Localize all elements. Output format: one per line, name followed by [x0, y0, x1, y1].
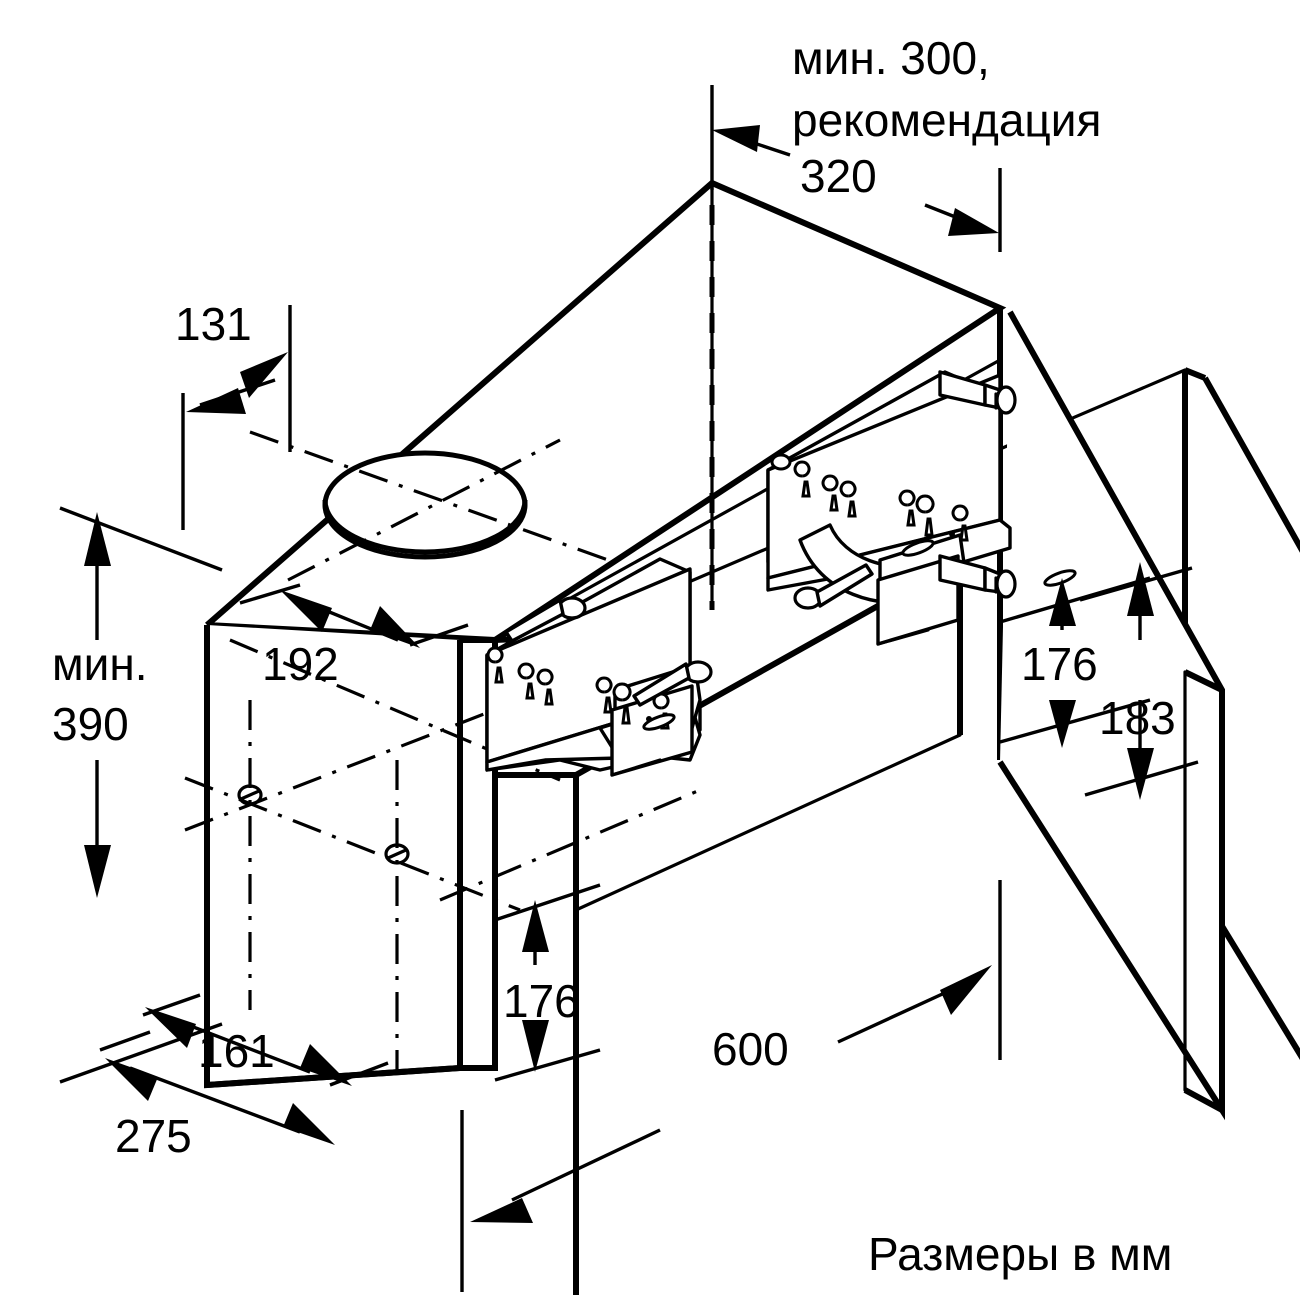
dim-275-label: 275 [115, 1110, 192, 1162]
keyhole-slot-group-upper [770, 453, 1077, 587]
dim-min-390: мин. 390 [52, 506, 223, 1084]
dim-300-320: мин. 300, рекомендация 320 [710, 32, 1101, 252]
dim-161-label: 161 [198, 1025, 275, 1077]
note-recommendation: рекомендация [792, 94, 1101, 146]
screw-lower-left [504, 596, 587, 643]
dim-161: 161 [142, 993, 389, 1087]
dim-176-bottom-label: 176 [503, 975, 580, 1027]
hood-mounting-rail-lower [485, 557, 713, 777]
drill-hole-marks [184, 638, 701, 1075]
screw-upper [793, 563, 874, 610]
dim-131: 131 [175, 298, 292, 530]
circular-duct-cutout [249, 430, 609, 582]
note-320: 320 [800, 150, 877, 202]
dim-192-label: 192 [262, 638, 339, 690]
hood-mounting-rail-upper [766, 370, 1077, 646]
screw-lower-right [632, 660, 713, 707]
dim-275: 275 [99, 1030, 335, 1162]
dim-131-label: 131 [175, 298, 252, 350]
dim-min390-label-2: 390 [52, 698, 129, 750]
wall-anchor-upper [938, 370, 1017, 415]
dim-183: 183 [1079, 562, 1199, 800]
dim-192: 192 [239, 583, 469, 690]
dim-600: 600 [460, 880, 1002, 1292]
dim-183-label: 183 [1099, 692, 1176, 744]
dim-600-label: 600 [712, 1023, 789, 1075]
wall-anchor-lower [938, 554, 1017, 599]
note-min-300: мин. 300, [792, 32, 990, 84]
units-note: Размеры в мм [868, 1228, 1172, 1280]
dim-176-right: 176 [999, 576, 1151, 748]
dim-176-right-label: 176 [1021, 638, 1098, 690]
dim-176-bottom: 176 [494, 883, 601, 1082]
dim-min390-label-1: мин. [52, 638, 148, 690]
